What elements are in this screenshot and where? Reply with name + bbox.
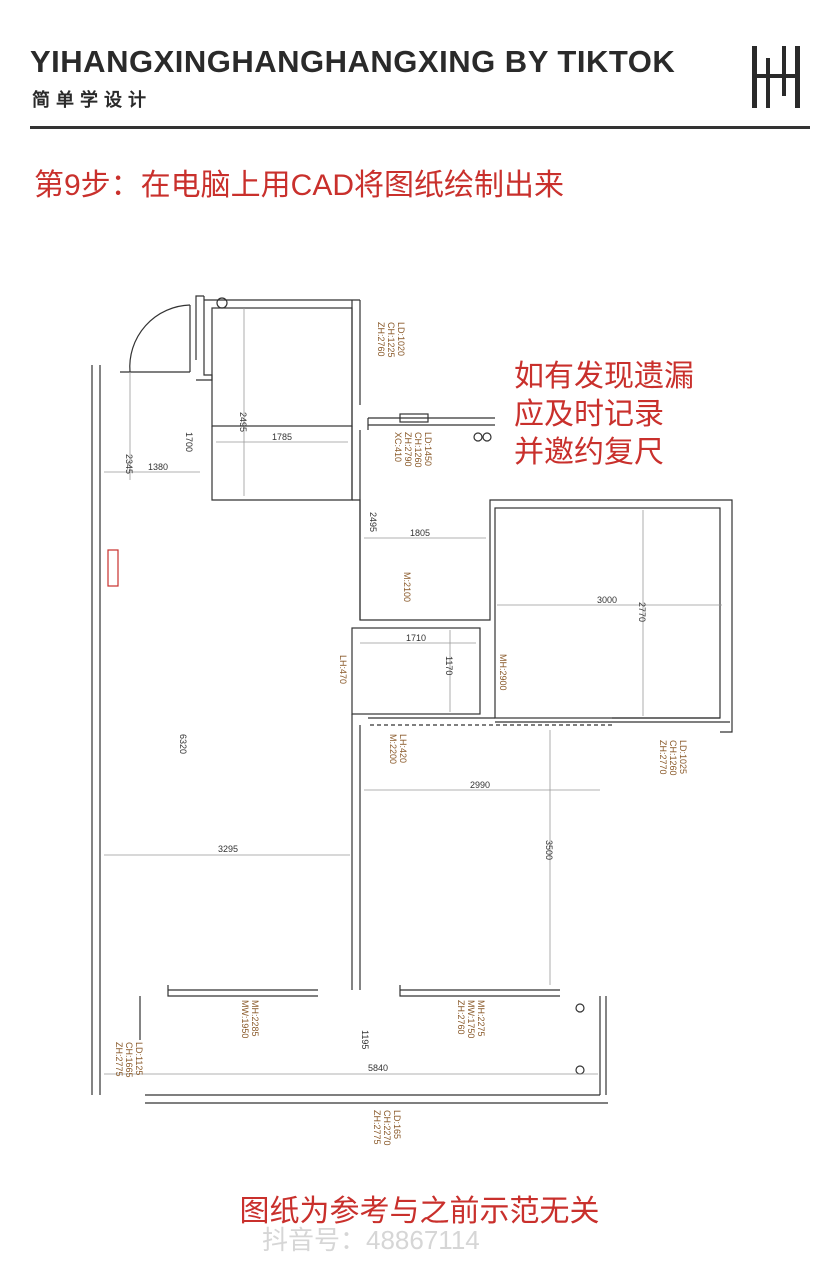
label-win-left: LD:1125 CH:1665 ZH:2775 <box>114 1042 144 1078</box>
dim-label: 2990 <box>470 780 490 790</box>
label-win-mid: LD:1450 CH:1260 ZH:2790 XC:410 <box>393 432 433 468</box>
svg-text:MW:1750: MW:1750 <box>466 1000 476 1038</box>
dim-label: 1170 <box>444 656 454 675</box>
svg-text:LD:1450: LD:1450 <box>423 432 433 466</box>
svg-text:CH:1260: CH:1260 <box>668 740 678 776</box>
window <box>107 549 119 587</box>
dim-label: 2495 <box>238 412 248 432</box>
wall <box>195 295 204 360</box>
dim-label: 2345 <box>124 454 134 474</box>
dim-label: 2770 <box>637 602 647 622</box>
dim-label: 1805 <box>410 528 430 538</box>
wall <box>494 507 721 719</box>
svg-text:LH:420: LH:420 <box>398 734 408 763</box>
dim-label: 6320 <box>178 734 188 754</box>
wall <box>211 307 353 427</box>
svg-text:MH:2275: MH:2275 <box>476 1000 486 1037</box>
svg-text:M:2200: M:2200 <box>388 734 398 764</box>
label-beam: LH:470 <box>338 655 348 684</box>
svg-text:ZH:2760: ZH:2760 <box>456 1000 466 1035</box>
step-title: 第9步：在电脑上用CAD将图纸绘制出来 <box>34 169 565 202</box>
svg-text:XC:410: XC:410 <box>393 432 403 462</box>
svg-text:LD:1025: LD:1025 <box>678 740 688 774</box>
wall <box>167 985 318 997</box>
svg-text:LD:165: LD:165 <box>392 1110 402 1139</box>
brand-title: YIHANGXINGHANGHANGXING BY TIKTOK <box>30 44 676 79</box>
svg-text:CH:1260: CH:1260 <box>413 432 423 468</box>
label-win-top: LD:1020 CH:1225 ZH:2760 <box>376 322 406 358</box>
label-door-m1: M:2100 <box>402 572 412 602</box>
label-win-right: LD:1025 CH:1260 ZH:2770 <box>658 740 688 776</box>
brand-subtitle: 简单学设计 <box>32 90 152 110</box>
dim-label: 3295 <box>218 844 238 854</box>
dim-label: 1700 <box>184 432 194 452</box>
fixture-icon <box>482 432 492 442</box>
wall <box>495 499 733 733</box>
svg-text:LD:1125: LD:1125 <box>134 1042 144 1075</box>
svg-text:MH:2285: MH:2285 <box>250 1000 260 1037</box>
beam <box>351 627 481 715</box>
dim-label: 1195 <box>360 1030 370 1049</box>
svg-text:LD:1020: LD:1020 <box>396 322 406 356</box>
dim-label: 1380 <box>148 462 168 472</box>
label-win-bottom: LD:165 CH:2270 ZH:2775 <box>372 1110 402 1146</box>
fixture-icon <box>575 1003 585 1013</box>
hh-logo-icon <box>752 46 800 108</box>
note-line: 如有发现遗漏 <box>514 360 694 393</box>
dim-label: 5840 <box>368 1063 388 1073</box>
svg-text:ZH:2760: ZH:2760 <box>376 322 386 357</box>
fixture-icon <box>473 432 483 442</box>
note-line: 并邀约复尺 <box>514 436 664 469</box>
fixture-icon <box>216 297 228 309</box>
dim-label: 3500 <box>544 840 554 860</box>
header-divider <box>30 126 810 129</box>
svg-text:ZH:2775: ZH:2775 <box>372 1110 382 1145</box>
watermark: 抖音号：48867114 <box>262 1225 480 1255</box>
fixture-icon <box>575 1065 585 1075</box>
label-door-m2: LH:420 M:2200 <box>388 734 408 764</box>
label-door-bl: MH:2285 MW:1950 <box>240 1000 260 1038</box>
svg-text:MW:1950: MW:1950 <box>240 1000 250 1038</box>
svg-text:CH:1665: CH:1665 <box>124 1042 134 1078</box>
dim-label: 3000 <box>597 595 617 605</box>
window <box>399 413 429 423</box>
label-door-mh: MH:2900 <box>498 654 508 691</box>
note-line: 应及时记录 <box>514 398 664 431</box>
svg-text:CH:2270: CH:2270 <box>382 1110 392 1146</box>
svg-text:ZH:2790: ZH:2790 <box>403 432 413 467</box>
wall <box>399 985 560 997</box>
svg-text:CH:1225: CH:1225 <box>386 322 396 358</box>
recheck-note: 如有发现遗漏 应及时记录 并邀约复尺 <box>514 358 694 472</box>
dim-label: 2495 <box>368 512 378 532</box>
door-swing <box>129 304 191 373</box>
wall <box>352 499 495 621</box>
footer-note: 图纸为参考与之前示范无关 <box>239 1195 600 1228</box>
svg-text:ZH:2775: ZH:2775 <box>114 1042 124 1077</box>
svg-text:ZH:2770: ZH:2770 <box>658 740 668 775</box>
dim-label: 1710 <box>406 633 426 643</box>
label-door-br: MH:2275 MW:1750 ZH:2760 <box>456 1000 486 1038</box>
dim-label: 1785 <box>272 432 292 442</box>
wall <box>196 296 213 381</box>
